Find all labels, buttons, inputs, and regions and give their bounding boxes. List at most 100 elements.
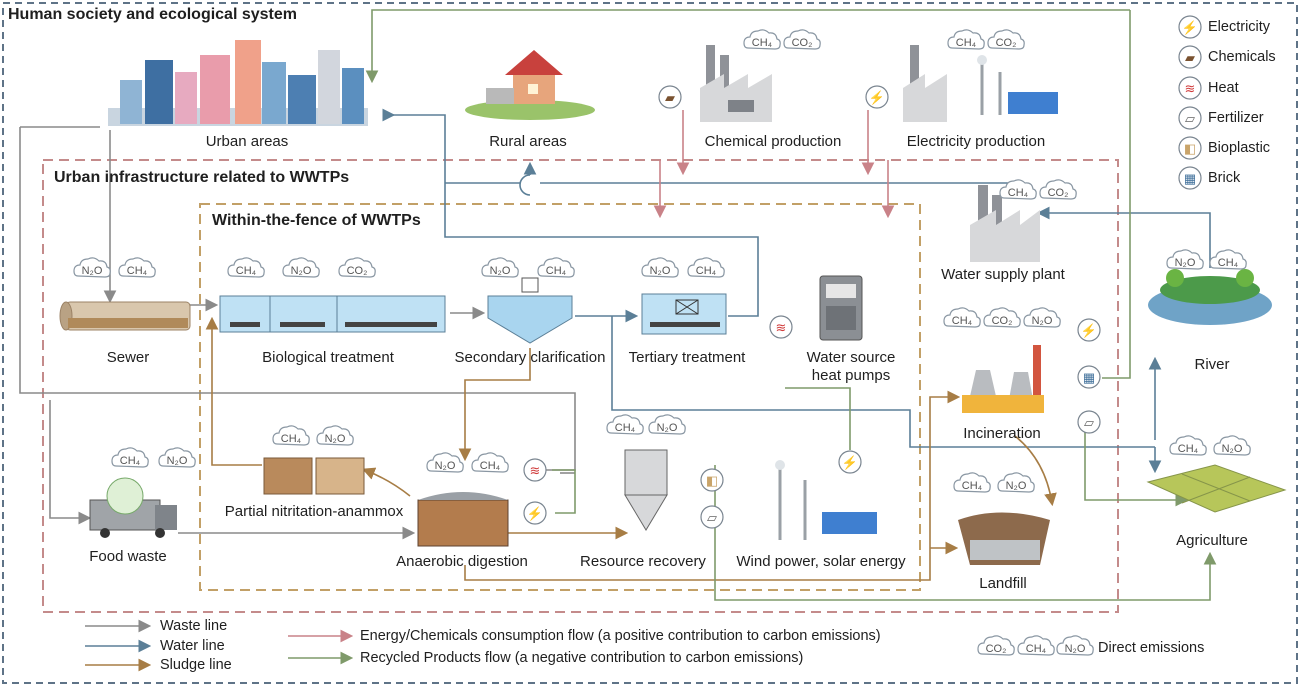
ch4-label: CH₄ [546, 265, 567, 277]
co2-label: CO₂ [986, 643, 1007, 655]
node-resource-recovery: Resource recovery [580, 553, 706, 570]
node-anaerobic-digestion: Anaerobic digestion [396, 553, 528, 570]
ch4-label: CH₄ [615, 422, 636, 434]
ch4-emission-cloud: CH₄ [999, 179, 1037, 200]
heat-icon: ≋ [1178, 76, 1202, 100]
node-food-waste: Food waste [89, 548, 167, 565]
svg-text:⚡: ⚡ [869, 90, 885, 106]
co2-emission-cloud: CO₂ [783, 29, 821, 50]
ch4-emission-cloud: CH₄ [471, 452, 509, 473]
n2o-label: N₂O [167, 455, 188, 467]
ch4-emission-cloud: CH₄ [1209, 249, 1247, 270]
chemical-factory-illustration [700, 45, 772, 122]
electricity-icon: ⚡ [1077, 318, 1101, 342]
bioplastic-icon: ◧ [700, 468, 724, 492]
node-heat-pumps-line2: heat pumps [811, 367, 891, 384]
sludge-lines [205, 316, 1057, 581]
brick-icon: ▦ [1077, 365, 1101, 389]
n2o-label: N₂O [82, 265, 103, 277]
n2o-label: N₂O [435, 460, 456, 472]
co2-emission-cloud: CO₂ [983, 307, 1021, 328]
legend-sludge-line: Sludge line [160, 657, 232, 673]
svg-text:≋: ≋ [776, 320, 787, 335]
electricity-icon: ⚡ [838, 450, 862, 474]
co2-emission-cloud: CO₂ [1039, 179, 1077, 200]
co2-emission-cloud: CO₂ [338, 257, 376, 278]
svg-text:⚡: ⚡ [527, 506, 543, 522]
n2o-emission-cloud: N₂O [641, 257, 679, 278]
co2-emission-cloud: CO₂ [987, 29, 1025, 50]
svg-text:◧: ◧ [706, 473, 718, 488]
legend-bioplastic: Bioplastic [1208, 140, 1271, 156]
node-agriculture: Agriculture [1176, 532, 1248, 549]
node-biological-treatment: Biological treatment [262, 349, 394, 366]
n2o-label: N₂O [291, 265, 312, 277]
n2o-emission-cloud: N₂O [316, 425, 354, 446]
ch4-emission-cloud: CH₄ [537, 257, 575, 278]
electricity-icon: ⚡ [523, 501, 547, 525]
ch4-emission-cloud: CH₄ [272, 425, 310, 446]
fertilizer-icon: ▱ [1178, 106, 1202, 130]
power-plant-illustration [903, 45, 1058, 122]
fertilizer-icon: ▱ [700, 505, 724, 529]
energy-flow-lines [653, 110, 895, 219]
legend-direct-emissions: Direct emissions [1098, 640, 1205, 656]
urban-region-title: Urban infrastructure related to WWTPs [54, 169, 350, 186]
n2o-label: N₂O [1222, 443, 1243, 455]
n2o-emission-cloud: N₂O [1023, 307, 1061, 328]
co2-label: CO₂ [992, 315, 1013, 327]
node-landfill: Landfill [979, 575, 1027, 592]
bioplastic-icon: ◧ [1178, 136, 1202, 160]
node-rural-areas: Rural areas [489, 133, 567, 150]
electricity-icon: ⚡ [1178, 15, 1202, 39]
agriculture-illustration [1146, 464, 1287, 513]
city-illustration [108, 40, 368, 126]
ch4-label: CH₄ [1218, 257, 1239, 269]
svg-text:▱: ▱ [707, 510, 717, 525]
ch4-emission-cloud: CH₄ [606, 414, 644, 435]
n2o-label: N₂O [650, 265, 671, 277]
ch4-label: CH₄ [956, 37, 977, 49]
ch4-emission-cloud: CH₄ [687, 257, 725, 278]
recycled-flow-lines [365, 9, 1217, 601]
water-lines [382, 108, 1211, 474]
fence-region-title: Within-the-fence of WWTPs [212, 212, 421, 229]
digester-illustration [417, 492, 509, 547]
co2-label: CO₂ [1048, 187, 1069, 199]
n2o-label: N₂O [657, 422, 678, 434]
n2o-label: N₂O [1065, 643, 1086, 655]
svg-text:⚡: ⚡ [1182, 20, 1198, 36]
legend-water-line: Water line [160, 638, 225, 654]
n2o-label: N₂O [1175, 257, 1196, 269]
ch4-label: CH₄ [480, 460, 501, 472]
line-legend-swatches [85, 619, 354, 672]
chemicals-icon: ▰ [658, 85, 682, 109]
node-chemical-production: Chemical production [704, 133, 842, 150]
n2o-emission-cloud: N₂O [1213, 435, 1251, 456]
svg-text:▦: ▦ [1083, 370, 1095, 385]
n2o-label: N₂O [1006, 480, 1027, 492]
n2o-emission-cloud: N₂O [426, 452, 464, 473]
svg-text:⚡: ⚡ [842, 455, 858, 471]
co2-label: CO₂ [792, 37, 813, 49]
landfill-illustration [958, 512, 1050, 565]
legend-chemicals: Chemicals [1208, 49, 1276, 65]
node-urban-areas: Urban areas [205, 133, 289, 150]
svg-text:⚡: ⚡ [1081, 323, 1097, 339]
n2o-label: N₂O [490, 265, 511, 277]
ch4-label: CH₄ [1026, 643, 1047, 655]
legend-recycled-flow: Recycled Products flow (a negative contr… [360, 650, 804, 666]
fertilizer-icon: ▱ [1077, 410, 1101, 434]
ch4-label: CH₄ [952, 315, 973, 327]
recovery-vessel-illustration [624, 449, 668, 531]
ch4-label: CH₄ [281, 433, 302, 445]
brick-icon: ▦ [1178, 166, 1202, 190]
ch4-label: CH₄ [127, 265, 148, 277]
resource-icons: ⚡▰≋▱◧▦▰⚡≋≋⚡◧▱⚡⚡▦▱ [523, 15, 1202, 529]
node-tertiary-treatment: Tertiary treatment [628, 349, 746, 366]
incinerator-illustration [962, 345, 1044, 413]
n2o-emission-cloud: N₂O [648, 414, 686, 435]
